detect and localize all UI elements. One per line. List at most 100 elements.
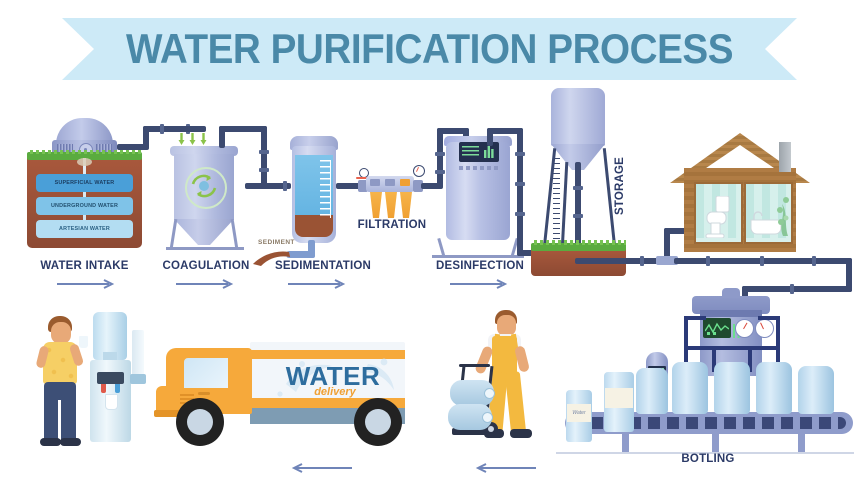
bottled-product-1-label: Water bbox=[567, 404, 591, 422]
bottling-feed-top-right bbox=[758, 316, 780, 320]
truck-subline: delivery bbox=[314, 386, 356, 398]
arrow-after-water-intake bbox=[57, 278, 117, 290]
hand-truck-plate bbox=[452, 428, 496, 435]
person-cooler-cup bbox=[79, 336, 88, 348]
intake-layer-artesian: ARTESIAN WATER bbox=[36, 220, 133, 238]
pipe-intake-to-coagulation-h1 bbox=[117, 144, 147, 150]
label-sediment: SEDIMENT bbox=[258, 239, 295, 246]
cooler-tap-cold bbox=[115, 384, 120, 393]
truck-water-splash-decor bbox=[272, 356, 400, 402]
pipe-joint-12 bbox=[706, 256, 710, 266]
pipe-joint-8 bbox=[515, 152, 525, 156]
coagulation-arrow-1-icon bbox=[178, 133, 185, 147]
truck-hood bbox=[156, 386, 182, 412]
sedimentation-scale-marks bbox=[320, 160, 331, 218]
coagulation-base-bar bbox=[166, 247, 244, 250]
truck-cargo-stripe-top bbox=[250, 350, 405, 359]
person-cooler-head bbox=[51, 322, 71, 344]
main-line-bottom bbox=[742, 286, 852, 292]
bottling-nozzle-2 bbox=[712, 346, 716, 372]
person-cooler-shoe-right bbox=[60, 438, 81, 446]
filtration-valve-left bbox=[358, 180, 368, 192]
label-desinfection: DESINFECTION bbox=[435, 260, 524, 272]
bottling-manifold-bar bbox=[684, 346, 780, 350]
label-sedimentation: SEDIMENTATION bbox=[274, 260, 372, 272]
sedimentation-scale-axis bbox=[330, 160, 332, 218]
filtration-valve-handle-left bbox=[356, 177, 368, 180]
water-jug-5 bbox=[636, 368, 668, 414]
intake-layer-artesian-label: ARTESIAN WATER bbox=[59, 226, 110, 232]
pipe-filtration-riser bbox=[437, 128, 443, 186]
sedimentation-outlet-pipe bbox=[308, 240, 315, 258]
filter-cartridge-1 bbox=[370, 192, 382, 218]
desinfection-panel-bars-icon bbox=[484, 145, 496, 158]
sedimentation-sediment-layer bbox=[295, 215, 333, 237]
conveyor-floor-line bbox=[556, 452, 854, 454]
truck-rim-front bbox=[187, 409, 213, 435]
intake-grass-strip bbox=[27, 152, 142, 160]
desinfection-indicator-dots bbox=[459, 166, 500, 170]
hand-truck-wheel-hub bbox=[488, 426, 494, 432]
storage-leg-inner-left bbox=[560, 161, 568, 251]
intake-layer-superficial: SUPERFICIAL WATER bbox=[36, 174, 133, 192]
arrow-after-sedimentation bbox=[288, 278, 348, 290]
pipe-joint-4 bbox=[259, 168, 269, 172]
intake-layer-superficial-label: SUPERFICIAL WATER bbox=[54, 180, 115, 186]
conveyor-rollers bbox=[572, 417, 846, 429]
storage-pipe-joint-2 bbox=[573, 214, 583, 218]
title-ribbon bbox=[62, 18, 797, 80]
coagulation-recycle-icon bbox=[189, 171, 219, 201]
intake-pump-vent-left bbox=[57, 144, 73, 154]
pipe-sed-to-filtration bbox=[336, 183, 362, 189]
bottling-feed-right bbox=[776, 318, 780, 348]
bottling-nozzle-3 bbox=[748, 346, 752, 372]
pipe-filtration-top bbox=[437, 128, 469, 134]
person-cooler-shoe-left bbox=[40, 438, 61, 446]
pipe-joint-9 bbox=[515, 182, 525, 186]
label-botling: BOTLING bbox=[681, 453, 735, 465]
cooler-dispenser-panel bbox=[97, 372, 124, 384]
bottling-nozzle-1 bbox=[684, 346, 688, 372]
desinfection-panel-readout-lines bbox=[462, 146, 479, 157]
sediment-discharge-stream bbox=[251, 250, 291, 266]
pipe-intake-to-coagulation-riser bbox=[143, 126, 149, 150]
hand-truck-bottle-top-cap bbox=[484, 388, 495, 399]
bottling-header-strip bbox=[700, 310, 762, 317]
pipe-joint-7 bbox=[435, 170, 445, 174]
storage-ladder bbox=[553, 158, 560, 246]
pipe-coag-riser bbox=[219, 126, 225, 148]
storage-pipe-joint-1 bbox=[573, 186, 583, 190]
hand-truck-handle bbox=[459, 364, 490, 367]
page-title: WATER PURIFICATION PROCESS bbox=[125, 25, 734, 72]
pipe-joint-3 bbox=[259, 150, 269, 154]
truck-windshield bbox=[182, 356, 230, 390]
pipe-storage-buried bbox=[575, 258, 670, 264]
intake-pump-vent-right bbox=[96, 144, 112, 154]
pipe-joint-10 bbox=[515, 212, 525, 216]
pipe-joint-11 bbox=[640, 256, 644, 266]
arrow-after-coagulation bbox=[176, 278, 236, 290]
pipe-desinf-top bbox=[487, 128, 523, 134]
storage-grass-strip bbox=[531, 243, 626, 251]
coagulation-leg-right bbox=[230, 218, 239, 250]
arrow-worker-to-truck bbox=[288, 462, 352, 474]
pipe-desinf-riser bbox=[487, 128, 493, 146]
desinfection-base-bar bbox=[432, 255, 524, 258]
filtration-valve-right bbox=[413, 180, 423, 192]
intake-pump-fan-hub bbox=[83, 147, 87, 151]
label-filtration: FILTRATION bbox=[357, 219, 427, 231]
water-jug-2 bbox=[714, 362, 750, 414]
pipe-joint-14 bbox=[812, 256, 816, 266]
arrow-after-desinfection bbox=[450, 278, 510, 290]
pipe-house-riser bbox=[664, 228, 670, 262]
hand-truck-bottle-bottom-cap bbox=[482, 412, 493, 423]
cooler-cup-dispenser bbox=[132, 330, 144, 378]
filtration-manifold-port-2 bbox=[385, 179, 395, 186]
pipe-coag-down bbox=[261, 126, 267, 186]
conveyor-leg-mid bbox=[712, 434, 719, 454]
truck-bumper bbox=[154, 410, 184, 417]
worker-leg-right bbox=[504, 371, 527, 435]
pipe-coag-to-sed bbox=[245, 183, 291, 189]
filtration-manifold-port-3 bbox=[400, 179, 410, 186]
pipe-joint-13 bbox=[760, 256, 764, 266]
